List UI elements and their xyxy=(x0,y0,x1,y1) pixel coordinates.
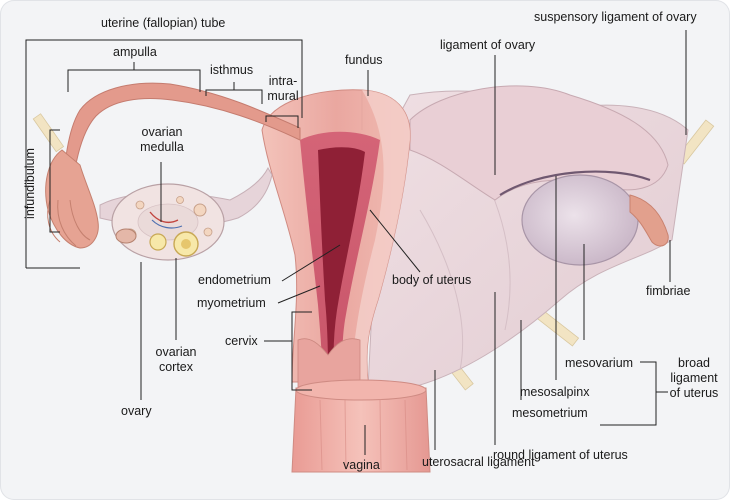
label-uterine-tube: uterine (fallopian) tube xyxy=(101,16,226,30)
label-broad-ligament-line1: broad xyxy=(678,356,710,370)
label-ovarian-medulla: ovarian medulla xyxy=(127,125,197,155)
label-intramural-line2: mural xyxy=(267,89,299,103)
label-ovarian-medulla-line2: medulla xyxy=(140,140,184,154)
label-ovarian-cortex-line1: ovarian xyxy=(155,345,197,359)
label-intramural-line1: intra- xyxy=(268,74,298,88)
label-cervix: cervix xyxy=(225,334,258,348)
label-myometrium: myometrium xyxy=(197,296,266,310)
label-fimbriae: fimbriae xyxy=(646,284,691,298)
label-isthmus: isthmus xyxy=(210,63,254,77)
label-mesometrium: mesometrium xyxy=(512,406,588,420)
label-mesovarium: mesovarium xyxy=(565,356,634,370)
right-ovary xyxy=(521,174,639,266)
label-ovarian-cortex: ovarian cortex xyxy=(143,345,209,375)
uterine-cavity xyxy=(318,147,365,370)
label-round-ligament: round ligament of uterus xyxy=(493,448,628,462)
label-ovarian-medulla-line1: ovarian xyxy=(141,125,183,139)
label-endometrium: endometrium xyxy=(198,273,271,287)
label-ligament-of-ovary: ligament of ovary xyxy=(440,38,536,52)
label-broad-ligament-line3: of uterus xyxy=(669,386,719,400)
ligament-stubs xyxy=(32,113,715,391)
label-broad-ligament-line2: ligament xyxy=(670,371,718,385)
label-fundus: fundus xyxy=(345,53,383,67)
label-intramural: intra- mural xyxy=(262,74,304,104)
label-mesosalpinx: mesosalpinx xyxy=(520,385,590,399)
label-body-of-uterus: body of uterus xyxy=(392,273,472,287)
label-ampulla: ampulla xyxy=(113,45,157,59)
right-fimbriae xyxy=(629,194,669,247)
cervix xyxy=(297,338,361,391)
label-infundibulum: infundibulum xyxy=(22,148,37,219)
leader-lines xyxy=(25,30,687,455)
label-broad-ligament: broad ligament of uterus xyxy=(662,356,726,401)
label-ovary: ovary xyxy=(121,404,152,418)
left-ovary xyxy=(111,183,225,261)
label-vagina: vagina xyxy=(343,458,380,472)
label-uterosacral-ligament: uterosacral ligament xyxy=(422,455,535,469)
label-ovarian-cortex-line2: cortex xyxy=(158,360,194,374)
left-fimbriae xyxy=(45,149,99,249)
label-suspensory-ligament: suspensory ligament of ovary xyxy=(534,10,697,24)
